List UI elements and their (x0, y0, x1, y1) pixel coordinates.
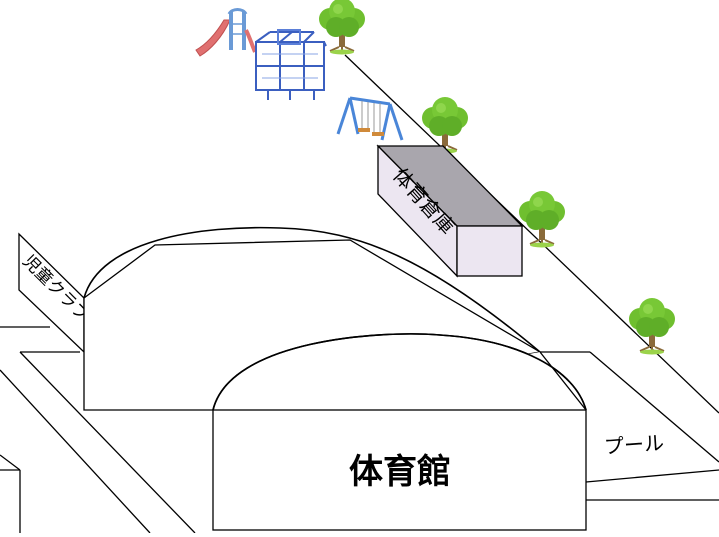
slide-icon (195, 8, 257, 57)
tree-icon (421, 96, 469, 155)
gymnasium-label: 体育館 (349, 452, 451, 492)
gymnasium-building: 体育館 (83, 226, 587, 531)
swing-icon (336, 96, 404, 141)
kids-club-building: 児童クラブ (18, 232, 93, 354)
storehouse-building: 体育倉庫 (376, 144, 524, 278)
tree-icon (318, 0, 366, 56)
tree-icon (518, 190, 566, 249)
pool-label: プール (603, 431, 665, 459)
jungle-gym-icon (255, 29, 327, 100)
tree-icon (628, 297, 676, 356)
